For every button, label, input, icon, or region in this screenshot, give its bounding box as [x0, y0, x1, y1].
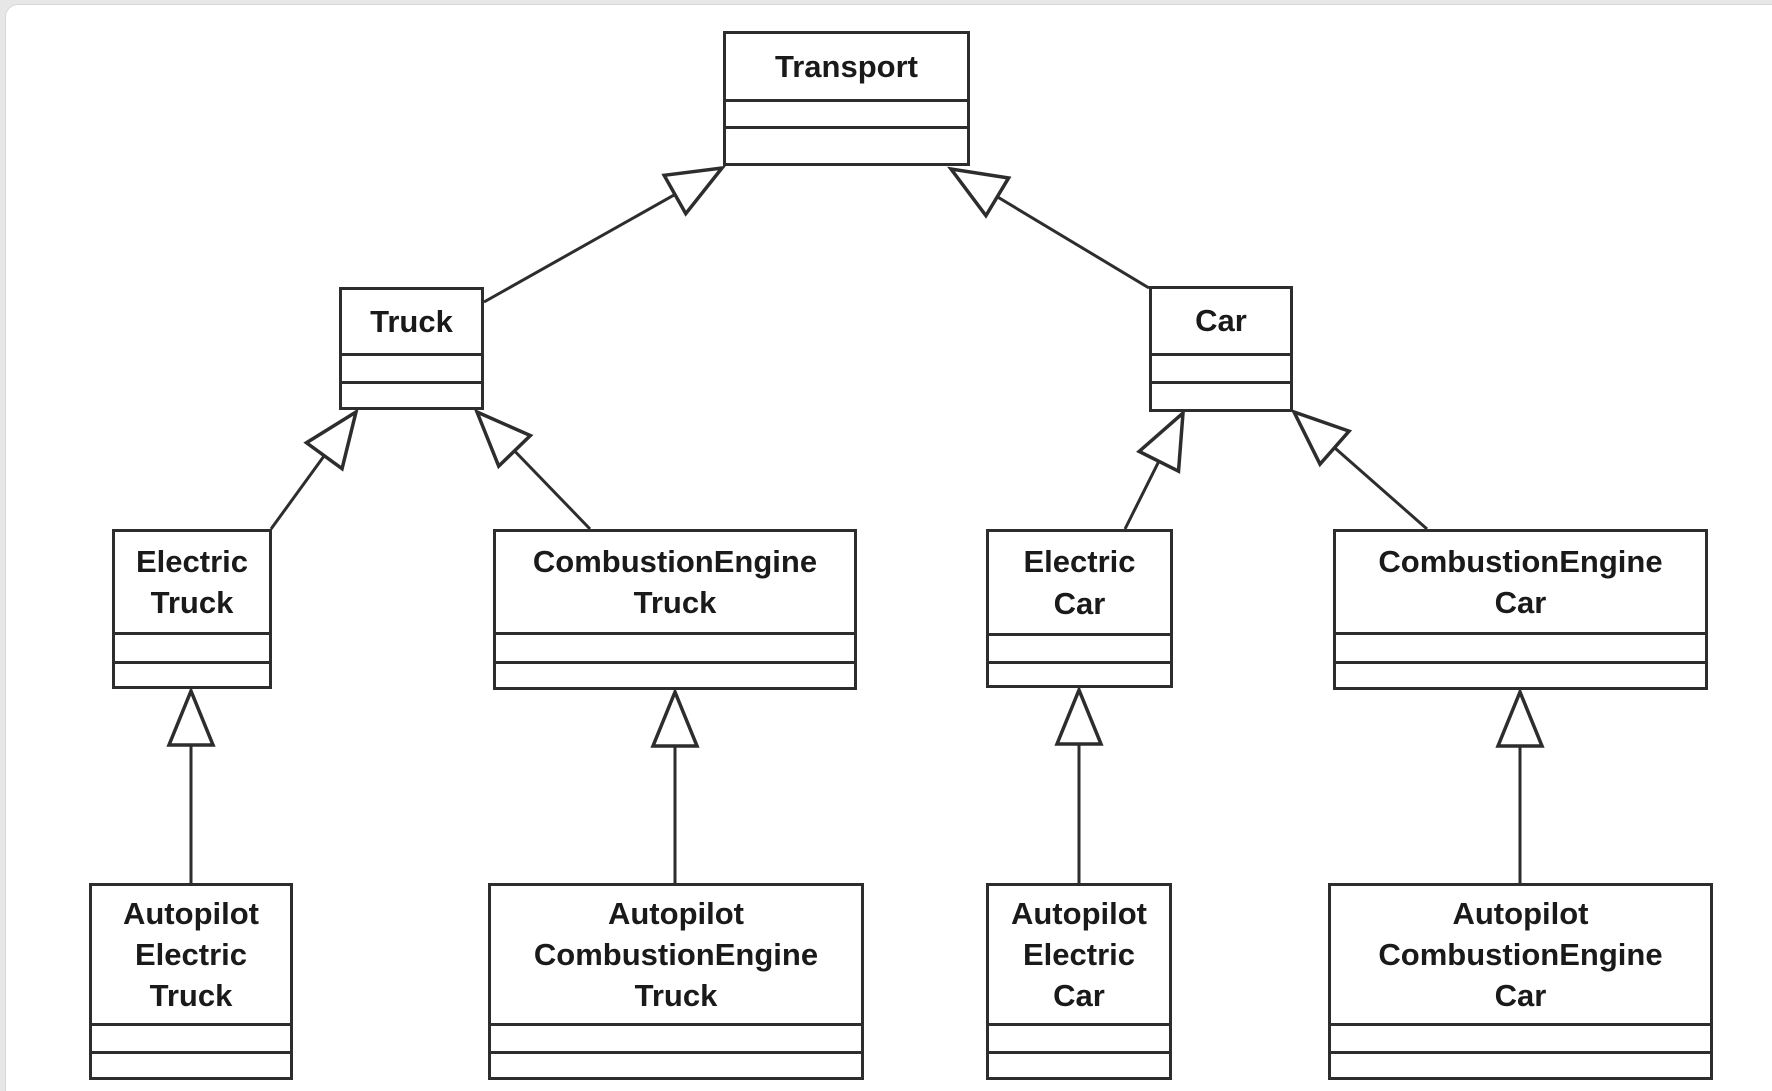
- class-box-autopilot-combustion-engine-truck: Autopilot CombustionEngine Truck: [488, 883, 864, 1080]
- class-box-autopilot-combustion-engine-car: Autopilot CombustionEngine Car: [1328, 883, 1713, 1080]
- class-name: Transport: [775, 48, 918, 84]
- methods-compartment: [92, 1051, 290, 1077]
- attributes-compartment: [1152, 353, 1290, 381]
- methods-compartment: [1336, 661, 1705, 687]
- attributes-compartment: [92, 1023, 290, 1051]
- class-box-combustion-engine-car: CombustionEngine Car: [1333, 529, 1708, 690]
- attributes-compartment: [115, 632, 269, 661]
- class-box-truck: Truck: [339, 287, 484, 410]
- class-name: Electric Truck: [135, 543, 248, 620]
- methods-compartment: [726, 126, 967, 163]
- methods-compartment: [989, 661, 1170, 685]
- methods-compartment: [1331, 1051, 1710, 1077]
- class-name: Autopilot CombustionEngine Car: [1378, 895, 1663, 1014]
- methods-compartment: [342, 381, 481, 407]
- class-box-combustion-engine-truck: CombustionEngine Truck: [493, 529, 857, 690]
- class-box-electric-truck: Electric Truck: [112, 529, 272, 689]
- class-name: Car: [1195, 303, 1247, 339]
- class-name: Autopilot Electric Truck: [122, 895, 259, 1014]
- class-box-car: Car: [1149, 286, 1293, 412]
- methods-compartment: [491, 1051, 861, 1077]
- methods-compartment: [989, 1051, 1169, 1077]
- attributes-compartment: [1331, 1023, 1710, 1051]
- attributes-compartment: [726, 99, 967, 126]
- methods-compartment: [1152, 381, 1290, 409]
- methods-compartment: [115, 661, 269, 686]
- class-name: Autopilot CombustionEngine Truck: [533, 895, 819, 1014]
- attributes-compartment: [1336, 632, 1705, 661]
- class-name: CombustionEngine Car: [1378, 543, 1663, 620]
- methods-compartment: [496, 661, 854, 687]
- class-box-autopilot-electric-car: Autopilot Electric Car: [986, 883, 1172, 1080]
- attributes-compartment: [989, 633, 1170, 661]
- class-name: Autopilot Electric Car: [1010, 895, 1147, 1014]
- class-box-electric-car: Electric Car: [986, 529, 1173, 688]
- class-box-transport: Transport: [723, 31, 970, 166]
- attributes-compartment: [491, 1023, 861, 1051]
- class-name: Truck: [370, 303, 453, 339]
- class-name: CombustionEngine Truck: [532, 543, 818, 620]
- attributes-compartment: [496, 632, 854, 661]
- attributes-compartment: [989, 1023, 1169, 1051]
- attributes-compartment: [342, 353, 481, 381]
- class-box-autopilot-electric-truck: Autopilot Electric Truck: [89, 883, 293, 1080]
- class-name: Electric Car: [1023, 544, 1136, 621]
